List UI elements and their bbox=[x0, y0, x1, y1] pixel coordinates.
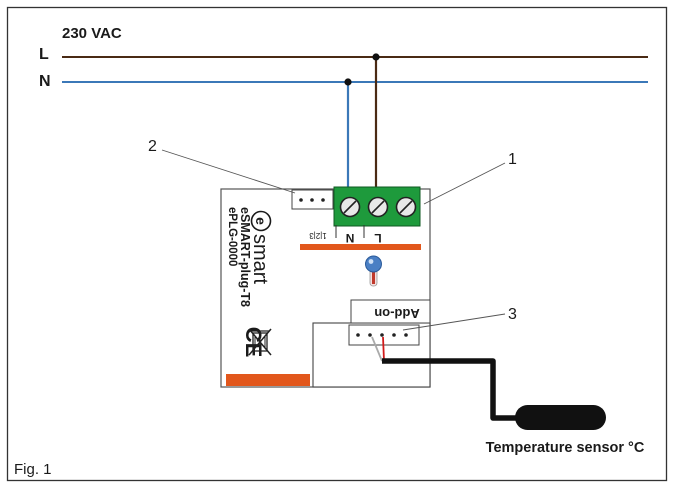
temperature-sensor-probe bbox=[515, 405, 606, 430]
neutral-junction-dot bbox=[344, 78, 352, 86]
callout-2: 2 bbox=[148, 138, 157, 155]
sensor-wire-grey bbox=[371, 336, 383, 362]
terminal-numbers: 1|2|3 bbox=[309, 231, 327, 240]
callout-1: 1 bbox=[508, 151, 517, 168]
figure-label: Fig. 1 bbox=[14, 461, 52, 478]
callout-1-leader bbox=[423, 162, 506, 205]
callout-2-leader bbox=[161, 149, 296, 194]
supply-voltage-label: 230 VAC bbox=[62, 25, 122, 42]
terminal-n-label: N bbox=[346, 231, 355, 245]
addon-label: Add-on bbox=[374, 306, 420, 321]
sensor-cable bbox=[382, 358, 520, 421]
brand-logo: e smart bbox=[249, 210, 272, 284]
brand-letter: e bbox=[253, 217, 269, 225]
callout-3: 3 bbox=[508, 306, 517, 323]
device-orange-stripe bbox=[226, 374, 310, 386]
sensor-wire-red bbox=[382, 336, 385, 362]
terminal-screw-n bbox=[339, 196, 361, 218]
terminal-screw-3 bbox=[395, 196, 417, 218]
brand-word: smart bbox=[249, 234, 271, 284]
terminal-orange-stripe bbox=[300, 244, 421, 250]
callout-3-leader bbox=[402, 313, 506, 331]
device-label-block: e smart eSMART-plug-T8 ePLG-0000 bbox=[226, 207, 272, 307]
terminal-l-label: L bbox=[374, 231, 381, 245]
line-junction-dot bbox=[372, 53, 380, 61]
neutral-label: N bbox=[39, 73, 51, 90]
weee-bin-icon bbox=[248, 328, 272, 356]
model-code: ePLG-0000 bbox=[226, 207, 238, 266]
sensor-label: Temperature sensor °C bbox=[486, 440, 645, 456]
model-name: eSMART-plug-T8 bbox=[238, 207, 252, 307]
thermometer-icon bbox=[365, 255, 382, 287]
line-label: L bbox=[39, 46, 49, 63]
terminal-screw-l bbox=[367, 196, 389, 218]
addon-label-panel bbox=[350, 299, 431, 324]
